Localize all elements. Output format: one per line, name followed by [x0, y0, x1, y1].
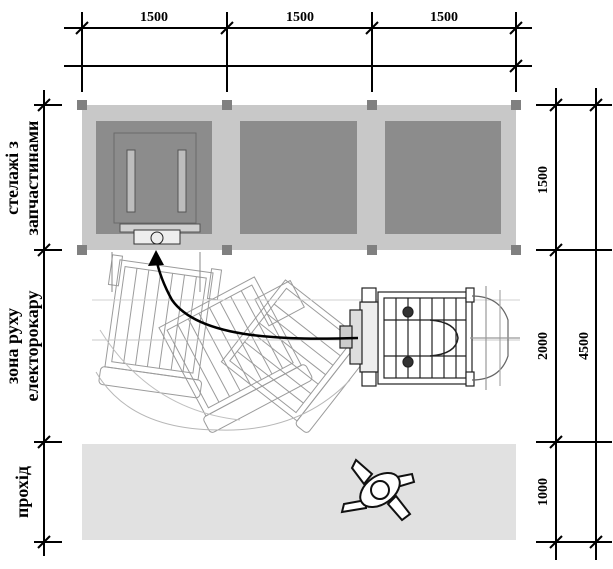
right-dimension-total: 4500 [577, 332, 592, 360]
right-dimension-1: 1500 [536, 166, 551, 194]
passage-area [82, 444, 516, 540]
zone-label-shelves: стелажі з запчастинами [2, 121, 42, 236]
left-zone-lines [34, 90, 62, 556]
arrow-icon [148, 250, 359, 340]
top-dimension-3: 1500 [430, 10, 458, 25]
zone-label-travel-line1: зона руху [2, 308, 22, 384]
zone-label-travel: зона руху електорокару [2, 291, 42, 402]
zone-label-travel-line2: електорокару [22, 291, 42, 402]
shelf-block-2 [240, 121, 357, 234]
right-dimension-3: 1000 [536, 478, 551, 506]
shelf-block-1 [96, 121, 212, 234]
right-dimension-2: 2000 [536, 332, 551, 360]
zone-label-passage-line1: прохід [12, 466, 32, 518]
zone-label-passage: прохід [12, 466, 32, 518]
forklift-ghost-icon [92, 254, 520, 433]
top-dimension-chain [64, 12, 532, 92]
zone-label-shelves-line1: стелажі з [2, 141, 22, 215]
forklift-icon [339, 286, 520, 390]
person-icon [340, 458, 416, 522]
right-dimension-chain [536, 88, 612, 560]
shelf-block-3 [385, 121, 501, 234]
shelf-posts [77, 100, 521, 255]
top-dimension-1: 1500 [140, 10, 168, 25]
zone-label-shelves-line2: запчастинами [22, 121, 42, 236]
forklift-in-shelf-icon [111, 132, 201, 292]
top-dimension-2: 1500 [286, 10, 314, 25]
